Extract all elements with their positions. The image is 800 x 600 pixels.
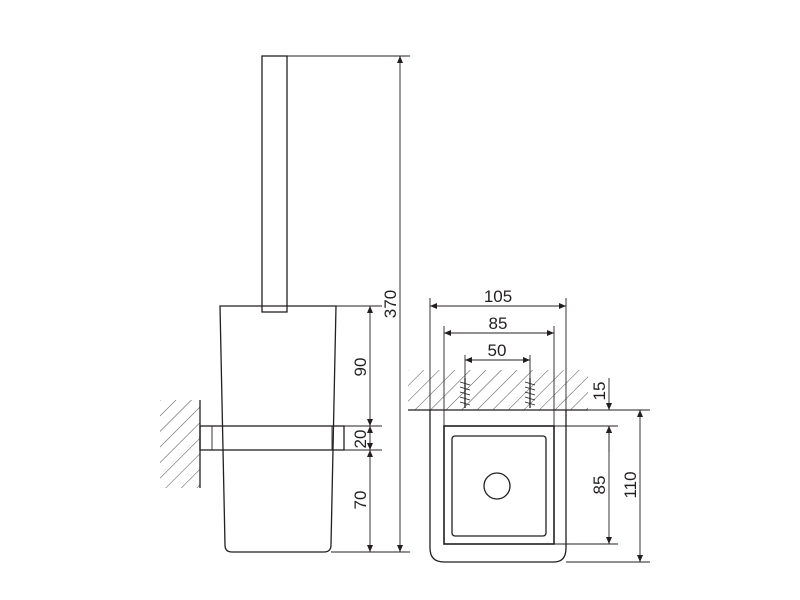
dim-total-height: 370 — [287, 55, 410, 553]
holder-inner-square — [451, 435, 547, 537]
dim-holder-depth: 85 — [554, 426, 618, 545]
dim-plate-width: 105 — [429, 287, 567, 410]
dim-screw-spacing-label: 50 — [488, 341, 507, 360]
top-view: 105 85 50 15 85 — [408, 287, 650, 563]
brush-handle — [261, 55, 288, 313]
mounting-plate — [429, 410, 567, 563]
screw-left — [459, 378, 471, 408]
dim-holder-depth-label: 85 — [590, 476, 609, 495]
dim-plate-width-label: 105 — [484, 287, 512, 306]
dim-holder-width-label: 85 — [489, 314, 508, 333]
brush-hole — [483, 472, 511, 500]
dim-plate-depth: 110 — [566, 410, 650, 563]
dim-total-height-label: 370 — [381, 290, 400, 318]
dim-cup-upper-label: 90 — [351, 358, 370, 377]
dim-cup-segments: 90 20 70 — [336, 305, 382, 552]
dim-plate-depth-label: 110 — [621, 471, 640, 498]
wall-section — [160, 400, 201, 488]
dim-holder-width: 85 — [443, 314, 555, 426]
dim-screw-spacing: 50 — [464, 341, 531, 378]
dim-cup-lower-label: 70 — [351, 491, 370, 510]
wall-bracket — [199, 425, 345, 451]
dim-wall-gap-label: 15 — [590, 382, 609, 401]
holder-outer-square — [443, 425, 555, 545]
brush-cup — [219, 305, 337, 553]
side-view: 370 90 20 70 — [160, 55, 410, 553]
dim-bracket-label: 20 — [351, 430, 370, 449]
screw-right — [524, 378, 536, 408]
wall-section-top — [408, 370, 588, 411]
